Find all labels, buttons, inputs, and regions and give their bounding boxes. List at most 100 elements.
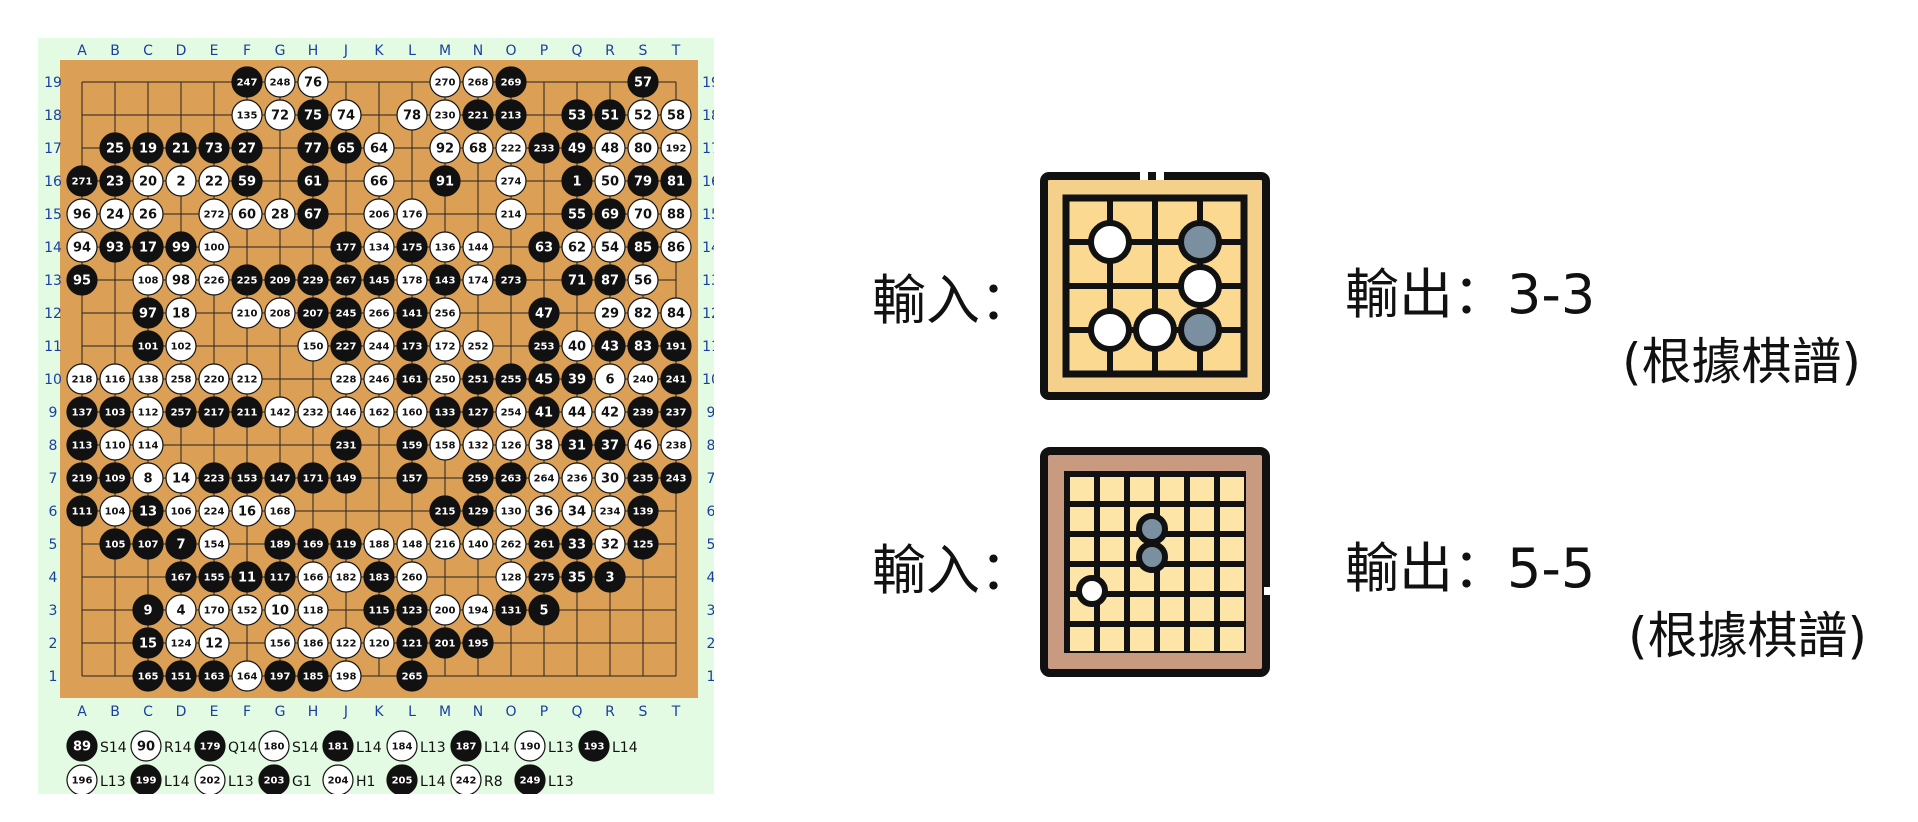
stone-number: 139 bbox=[633, 507, 654, 518]
stone: 196 bbox=[66, 764, 98, 794]
stone-number: 18 bbox=[172, 307, 190, 322]
stone-number: 8 bbox=[143, 472, 152, 487]
stone: 77 bbox=[297, 132, 329, 164]
row-label-right: 8 bbox=[707, 438, 714, 454]
row-label-left: 15 bbox=[44, 207, 62, 223]
stone: 159 bbox=[396, 429, 428, 461]
stone-number: 173 bbox=[402, 342, 423, 353]
stone: 260 bbox=[396, 561, 428, 593]
stone-number: 64 bbox=[370, 142, 388, 157]
stone-number: 265 bbox=[402, 672, 423, 683]
stone-number: 211 bbox=[237, 408, 258, 419]
stone-number: 235 bbox=[633, 474, 654, 485]
stone-number: 166 bbox=[303, 573, 324, 584]
stone: 255 bbox=[495, 363, 527, 395]
stone-number: 54 bbox=[601, 241, 619, 256]
stone: 123 bbox=[396, 594, 428, 626]
stone: 269 bbox=[495, 66, 527, 98]
col-label-bottom: R bbox=[605, 704, 615, 720]
stone: 204 bbox=[322, 764, 354, 794]
stone-number: 150 bbox=[303, 342, 324, 353]
row-label-left: 14 bbox=[44, 240, 62, 256]
stone: 155 bbox=[198, 561, 230, 593]
stone: 85 bbox=[627, 231, 659, 263]
stone: 74 bbox=[330, 99, 362, 131]
stone: 9 bbox=[132, 594, 164, 626]
stone: 216 bbox=[429, 528, 461, 560]
stone-number: 108 bbox=[138, 276, 159, 287]
stone: 205 bbox=[386, 764, 418, 794]
stone-number: 131 bbox=[501, 606, 522, 617]
stone-number: 194 bbox=[468, 606, 489, 617]
stone-number: 171 bbox=[303, 474, 324, 485]
col-label-top: N bbox=[473, 43, 483, 59]
col-label-top: C bbox=[143, 43, 153, 59]
stone-number: 170 bbox=[204, 606, 225, 617]
stone: 107 bbox=[132, 528, 164, 560]
input-label-1: 輸入： bbox=[872, 269, 1034, 332]
col-label-bottom: T bbox=[671, 704, 681, 720]
stone: 146 bbox=[330, 396, 362, 428]
stone-number: 245 bbox=[336, 309, 357, 320]
stone: 150 bbox=[297, 330, 329, 362]
stone-number: 262 bbox=[501, 540, 522, 551]
stone-number: 175 bbox=[402, 243, 423, 254]
stone: 270 bbox=[429, 66, 461, 98]
stone: 39 bbox=[561, 363, 593, 395]
stone: 207 bbox=[297, 297, 329, 329]
stone: 259 bbox=[462, 462, 494, 494]
stone: 162 bbox=[363, 396, 395, 428]
stone-number: 23 bbox=[106, 175, 124, 190]
board-tile bbox=[1070, 627, 1094, 651]
stone-number: 34 bbox=[568, 505, 586, 520]
move-coordinate: L14 bbox=[484, 740, 510, 756]
stone-number: 145 bbox=[369, 276, 390, 287]
stone: 133 bbox=[429, 396, 461, 428]
col-label-top: R bbox=[605, 43, 615, 59]
stone: 145 bbox=[363, 264, 395, 296]
stone-number: 160 bbox=[402, 408, 423, 419]
stone-number: 164 bbox=[237, 672, 258, 683]
stone: 185 bbox=[297, 660, 329, 692]
board-tile bbox=[1220, 537, 1244, 561]
stone-number: 203 bbox=[264, 776, 285, 787]
stone-number: 134 bbox=[369, 243, 390, 254]
stone: 248 bbox=[264, 66, 296, 98]
stone-number: 184 bbox=[392, 742, 413, 753]
stone-number: 133 bbox=[435, 408, 456, 419]
stone-number: 148 bbox=[402, 540, 423, 551]
stone-number: 12 bbox=[205, 637, 223, 652]
stone: 217 bbox=[198, 396, 230, 428]
stone-number: 17 bbox=[139, 241, 157, 256]
stone: 16 bbox=[231, 495, 263, 527]
stone-number: 259 bbox=[468, 474, 489, 485]
stone-number: 87 bbox=[601, 274, 619, 289]
stone: 253 bbox=[528, 330, 560, 362]
stone-number: 29 bbox=[601, 307, 619, 322]
row-label-left: 18 bbox=[44, 108, 62, 124]
stone-number: 208 bbox=[270, 309, 291, 320]
row-label-left: 6 bbox=[49, 504, 58, 520]
stone-number: 267 bbox=[336, 276, 357, 287]
stone: 169 bbox=[297, 528, 329, 560]
stone-number: 106 bbox=[171, 507, 192, 518]
stone-number: 114 bbox=[138, 441, 159, 452]
stone-number: 272 bbox=[204, 210, 225, 221]
stone: 252 bbox=[462, 330, 494, 362]
stone-number: 62 bbox=[568, 241, 586, 256]
stone: 122 bbox=[330, 627, 362, 659]
stone-number: 187 bbox=[456, 742, 477, 753]
col-label-bottom: Q bbox=[571, 704, 582, 720]
stone: 232 bbox=[297, 396, 329, 428]
stone-number: 135 bbox=[237, 111, 258, 122]
stone-number: 55 bbox=[568, 208, 586, 223]
stone: 149 bbox=[330, 462, 362, 494]
stone-number: 32 bbox=[601, 538, 619, 553]
stone: 51 bbox=[594, 99, 626, 131]
stone-number: 182 bbox=[336, 573, 357, 584]
stone: 76 bbox=[297, 66, 329, 98]
stone: 233 bbox=[528, 132, 560, 164]
stone: 236 bbox=[561, 462, 593, 494]
stone-number: 37 bbox=[601, 439, 619, 454]
col-label-bottom: C bbox=[143, 704, 153, 720]
